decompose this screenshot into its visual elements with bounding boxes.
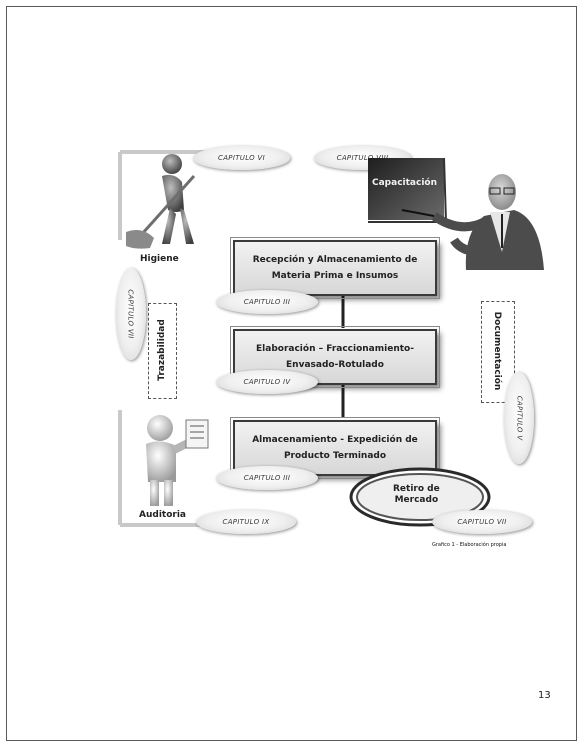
node-trazabilidad: Trazabilidad [157,319,167,381]
node-auditoria: Auditoria [139,510,186,520]
chapter-bottom-left: CAPITULO IX [196,510,296,534]
chapter-box-3: CAPITULO III [216,466,318,490]
chapter-box-1: CAPITULO III [216,290,318,314]
diagram-caption: Grafico 1 - Elaboración propia [432,542,507,548]
node-documentacion: Documentación [492,311,502,391]
node-higiene: Higiene [140,254,179,264]
node-retiro-mercado: Retiro de Mercado [393,484,440,505]
chapter-box-2: CAPITULO IV [216,370,318,394]
chapter-right-vertical: CAPITULO V [504,372,534,464]
auditoria-figure-icon [146,415,209,506]
page-number: 13 [538,690,551,701]
node-capacitacion: Capacitación [372,178,437,188]
chapter-bottom-right: CAPITULO VII [432,510,532,534]
chapter-top-left: CAPITULO VI [193,146,290,170]
higiene-figure-icon [126,154,196,249]
capacitacion-teacher-icon [368,157,544,270]
trazabilidad-box [148,303,177,399]
page-border [6,6,577,741]
process-box-recepcion: Recepción y Almacenamiento de Materia Pr… [230,237,440,299]
chapter-left-vertical: CAPITULO VII [116,268,146,360]
